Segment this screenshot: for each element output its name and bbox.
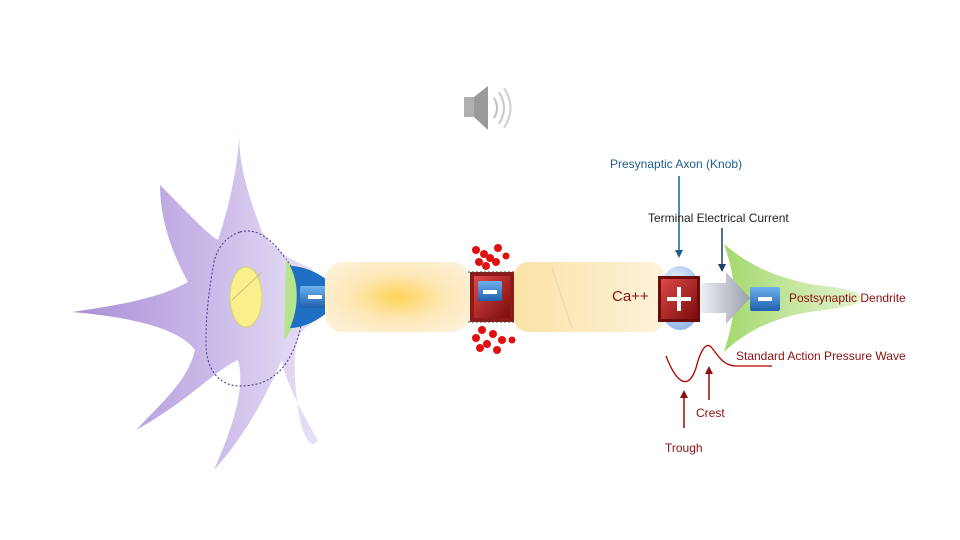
plus-sign-icon: [658, 276, 700, 322]
dendrite-minus-sign-icon: [750, 287, 780, 311]
nucleus: [229, 266, 263, 328]
calcium-label: Ca++: [612, 288, 649, 305]
postsynaptic-dendrite-label: Postsynaptic Dendrite: [789, 291, 906, 305]
neuron-cell-body: [72, 126, 318, 470]
postsynaptic-dendrite-shape: [724, 244, 862, 352]
axon-hillock: [284, 258, 302, 340]
action-pressure-wave: [665, 344, 772, 383]
trough-label: Trough: [665, 441, 703, 455]
speaker-icon[interactable]: [464, 86, 512, 130]
crest-pointer-arrow: [705, 366, 713, 400]
presynaptic-pointer-arrow: [675, 176, 683, 258]
presynaptic-axon-label: Presynaptic Axon (Knob): [610, 157, 743, 171]
cell-membrane-outline: [205, 230, 303, 387]
axon-segment-2: [514, 262, 664, 332]
transmission-arrow: [700, 272, 750, 324]
terminal-current-label: Terminal Electrical Current: [648, 211, 789, 225]
crest-label: Crest: [696, 406, 725, 420]
trough-pointer-arrow: [680, 390, 688, 428]
axon-segment-1: [325, 262, 470, 332]
terminal-current-pointer-arrow: [718, 228, 726, 272]
pressure-wave-label: Standard Action Pressure Wave: [736, 349, 906, 363]
minus-charge-box: [468, 271, 516, 323]
calcium-ions: [472, 244, 516, 354]
